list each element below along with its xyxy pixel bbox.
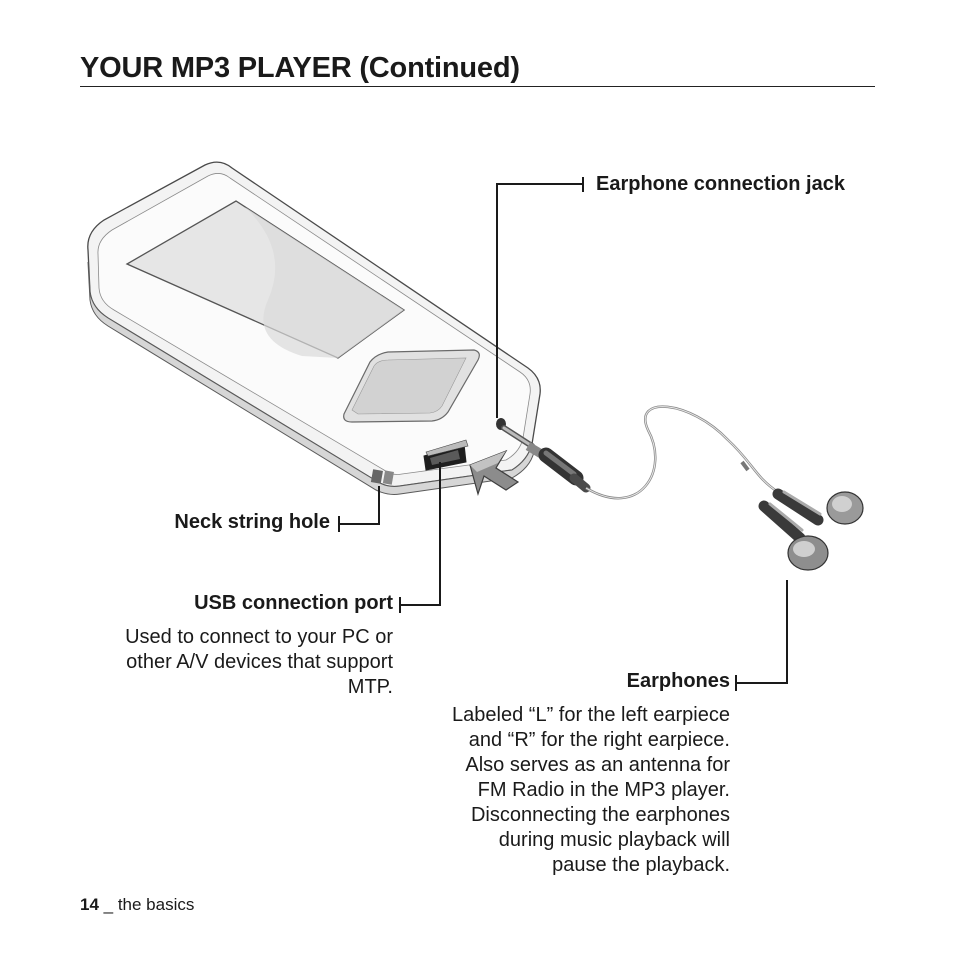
earbuds-icon bbox=[758, 488, 864, 571]
insert-arrow-icon bbox=[469, 449, 520, 497]
earphone-plug-icon bbox=[501, 425, 591, 493]
usb-port-description: Used to connect to your PC or other A/V … bbox=[125, 626, 393, 698]
page-number: 14 bbox=[80, 895, 99, 914]
neck-string-hole-icon bbox=[370, 469, 394, 485]
neck-string-hole-label: Neck string hole bbox=[174, 511, 330, 533]
page-footer: 14 _ the basics bbox=[80, 895, 194, 915]
title-divider bbox=[80, 86, 875, 87]
usb-port-label: USB connection port bbox=[194, 592, 393, 614]
earphones-label: Earphones bbox=[626, 670, 730, 692]
section-name: the basics bbox=[117, 895, 195, 914]
usb-port-icon bbox=[423, 439, 469, 471]
page-title: YOUR MP3 PLAYER (Continued) bbox=[80, 52, 520, 84]
callout-lines bbox=[338, 177, 788, 691]
earphone-jack-label: Earphone connection jack bbox=[596, 173, 845, 195]
earphones-description: Labeled “L” for the left earpiece and “R… bbox=[452, 704, 730, 876]
earphone-cable bbox=[585, 405, 779, 500]
footer-separator: _ bbox=[98, 895, 118, 914]
mp3-player-body bbox=[87, 161, 541, 495]
